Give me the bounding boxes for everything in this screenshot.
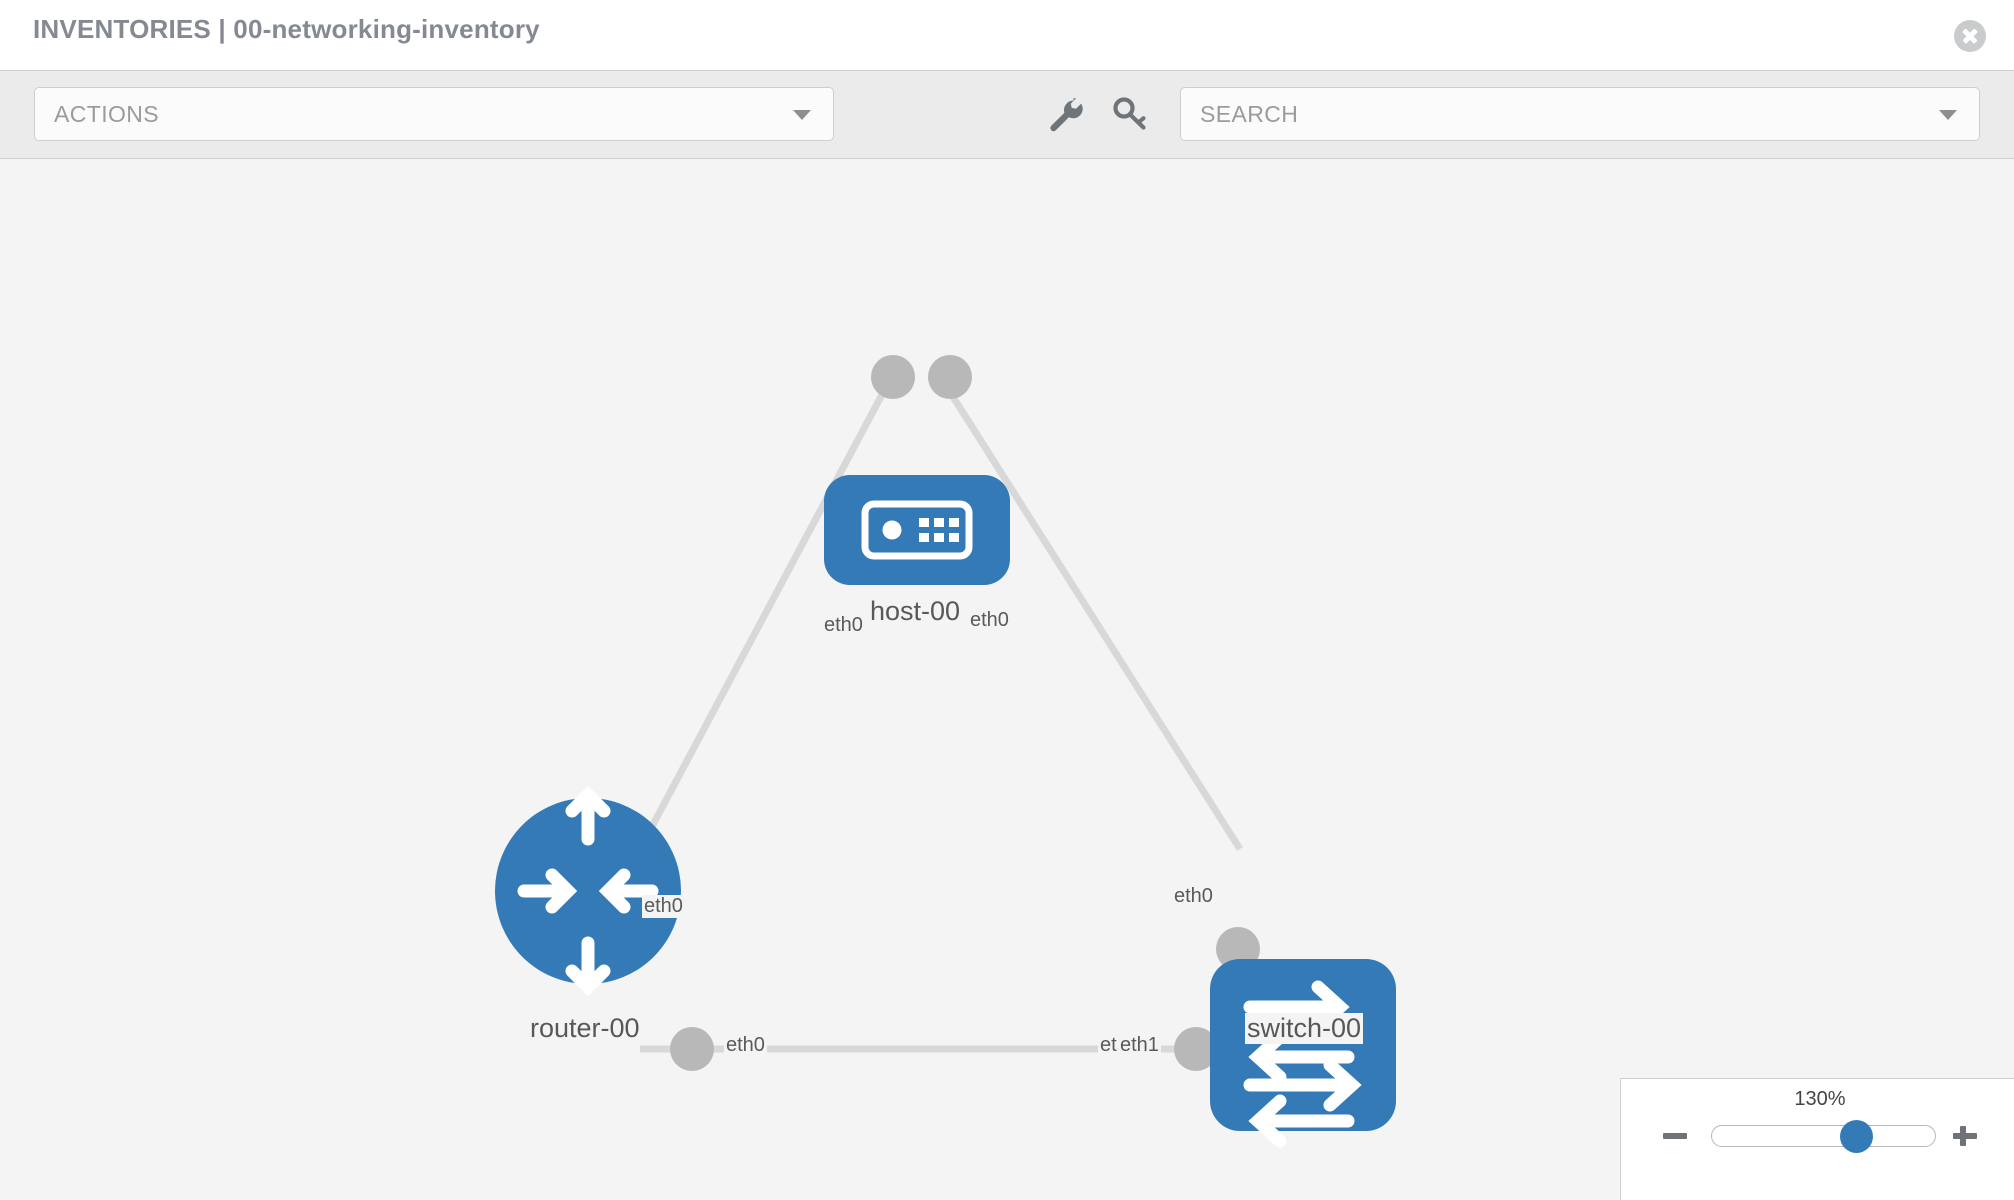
close-icon[interactable] <box>1954 20 1986 52</box>
zoom-in-button[interactable] <box>1951 1122 1979 1150</box>
iface-label-host00-eth0-left: eth0 <box>822 614 865 637</box>
zoom-out-button[interactable] <box>1661 1122 1689 1150</box>
page-header: INVENTORIES | 00-networking-inventory <box>0 0 2014 70</box>
topology-connectors <box>670 355 1260 1071</box>
actions-dropdown[interactable]: ACTIONS <box>34 87 834 141</box>
node-label-router-00: router-00 <box>528 1013 642 1044</box>
iface-label-router00-eth0-uplink: eth0 <box>642 895 685 918</box>
topology-canvas[interactable]: host-00 router-00 switch-00 eth0 eth0 et… <box>0 159 2014 1200</box>
topology-graph <box>495 355 1396 1148</box>
chevron-down-icon[interactable] <box>1939 110 1957 120</box>
router-arrows-icon <box>517 785 659 997</box>
search-placeholder: SEARCH <box>1200 101 1299 127</box>
toolbar: ACTIONS SEARCH <box>0 70 2014 159</box>
iface-label-router00-eth0: eth0 <box>724 1034 767 1057</box>
connector-host00-eth0-left <box>871 355 915 399</box>
node-label-host-00: host-00 <box>868 596 963 627</box>
zoom-slider-track[interactable] <box>1711 1120 1936 1153</box>
iface-label-switch00-eth1: eth1 <box>1118 1034 1161 1057</box>
iface-label-host00-eth0-right: eth0 <box>968 609 1011 632</box>
switch-arrows-icon <box>1243 980 1362 1148</box>
zoom-control-panel: 130% <box>1620 1078 2014 1200</box>
zoom-level-label: 130% <box>1794 1088 1846 1110</box>
search-input[interactable]: SEARCH <box>1180 87 1980 141</box>
key-icon[interactable] <box>1110 93 1152 135</box>
edge-host00-switch00 <box>945 387 1243 851</box>
edge-host00-router00 <box>636 387 889 851</box>
connector-router00-eth0 <box>670 1027 714 1071</box>
chevron-down-icon <box>793 110 811 120</box>
page-title: INVENTORIES | 00-networking-inventory <box>33 14 540 44</box>
server-icon <box>861 500 973 560</box>
zoom-slider-thumb[interactable] <box>1840 1120 1873 1153</box>
node-label-switch-00: switch-00 <box>1245 1013 1364 1044</box>
node-host-00 <box>824 475 1010 585</box>
connector-switch00-eth1 <box>1174 1027 1218 1071</box>
connector-host00-eth0-right <box>928 355 972 399</box>
iface-label-switch00-eth0-uplink: eth0 <box>1172 885 1215 908</box>
node-router-00 <box>495 785 681 997</box>
actions-dropdown-label: ACTIONS <box>54 101 160 127</box>
node-switch-00 <box>1210 959 1396 1148</box>
wrench-icon[interactable] <box>1043 93 1085 135</box>
